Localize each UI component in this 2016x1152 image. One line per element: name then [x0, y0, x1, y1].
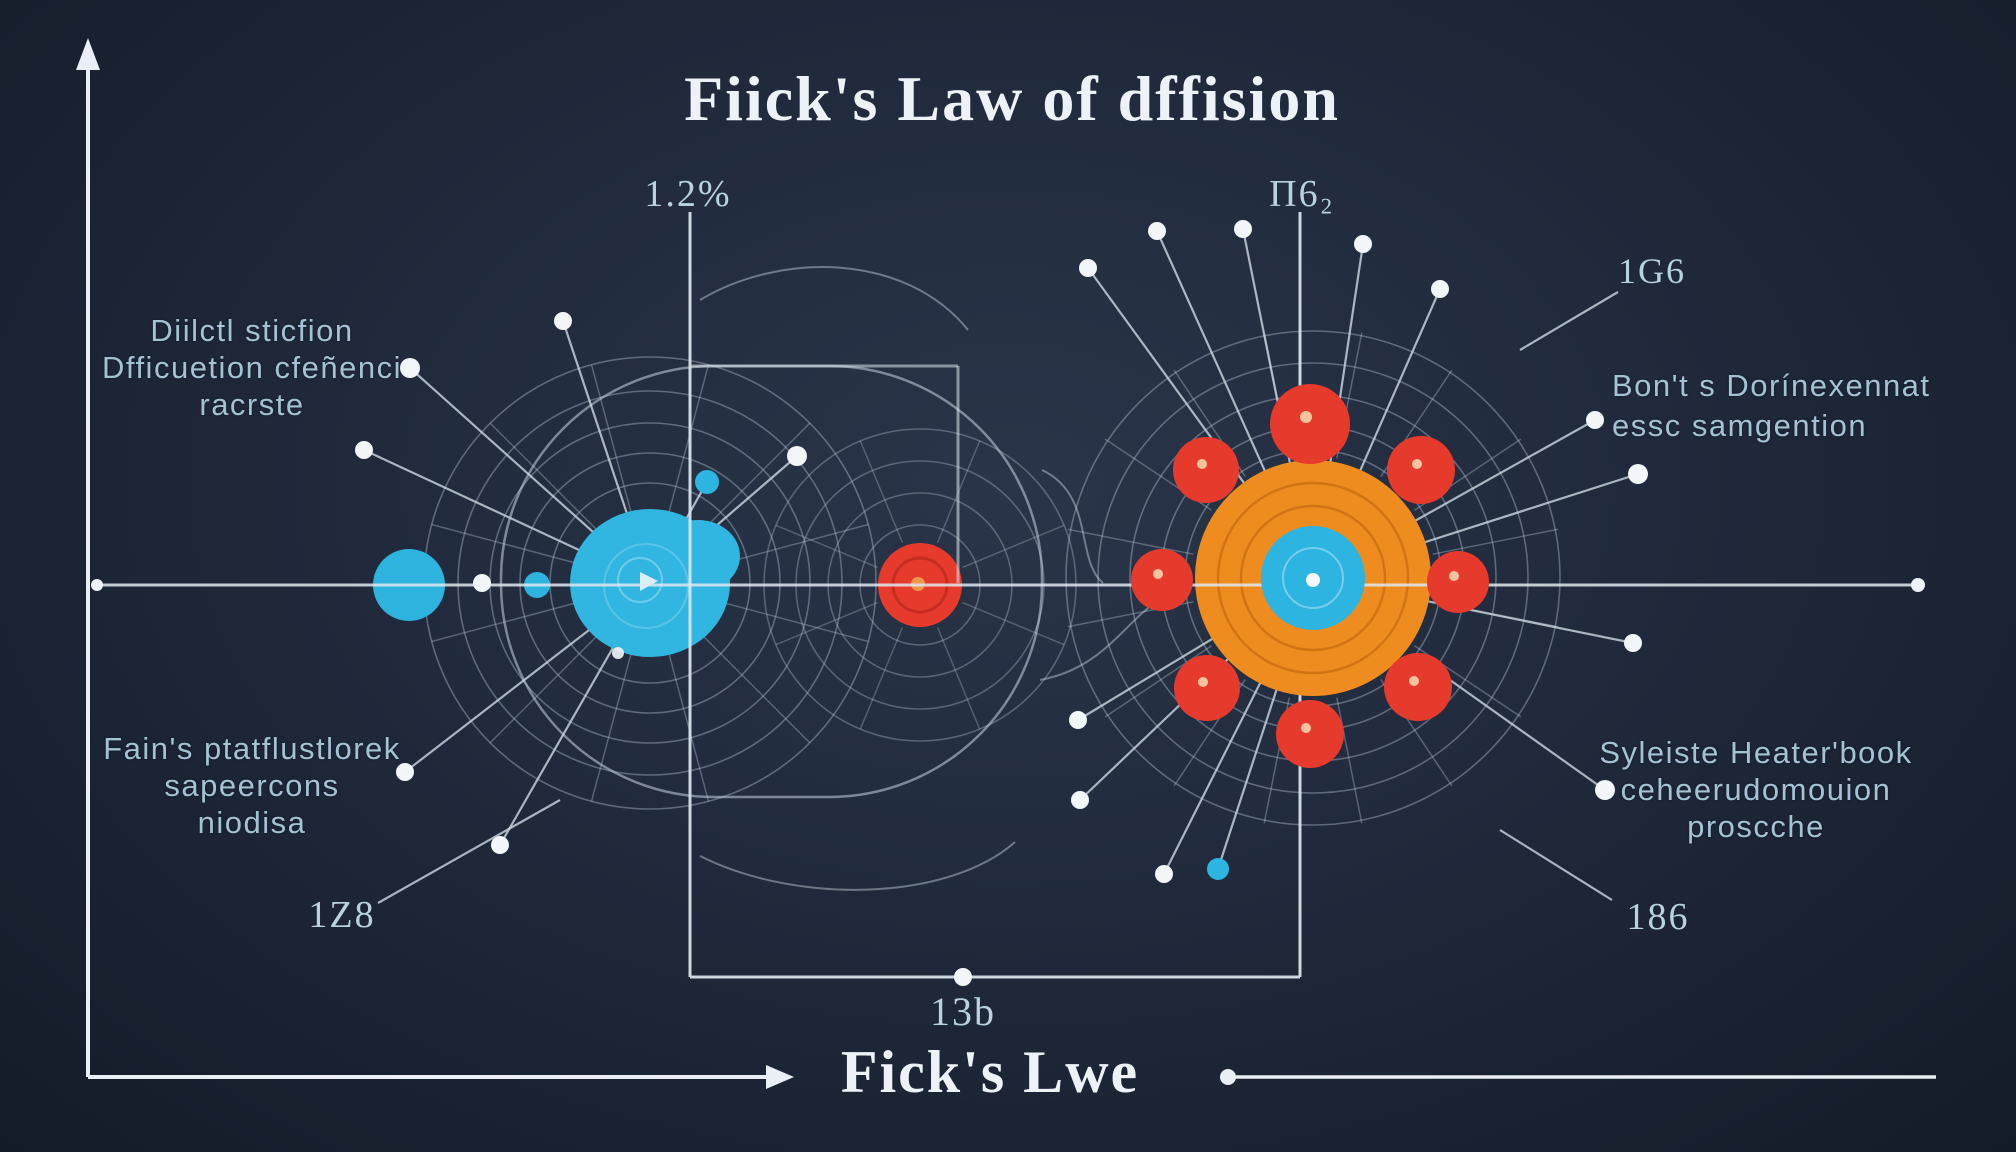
red-satellite	[1276, 700, 1344, 768]
red-satellite	[1173, 437, 1239, 503]
red-satellite	[1384, 653, 1452, 721]
value-right-upper: 1G6	[1618, 251, 1686, 291]
label-line: Syleiste Heater'book	[1599, 735, 1913, 770]
x-axis-arrow-icon	[766, 1065, 794, 1089]
x-axis-right-segment	[1220, 1069, 1936, 1085]
box-bottom-dot	[954, 968, 972, 986]
label-line: Diilctl sticfion	[150, 313, 354, 348]
diagram-title: Fiick's Law of dffision	[684, 63, 1340, 134]
y-axis	[76, 38, 100, 1077]
value-right-lower: 186	[1626, 896, 1690, 938]
value-left-lower: 1Z8	[308, 894, 376, 936]
label-line: proscche	[1687, 809, 1825, 844]
label-line: sapeercons	[164, 768, 340, 803]
red-satellites	[1131, 384, 1489, 768]
label-line: niodisa	[197, 805, 307, 840]
red-satellite	[1270, 384, 1350, 464]
label-line: racrste	[199, 387, 305, 422]
center-line	[91, 574, 1925, 592]
label-line: Dfficuetion cfeñenci	[102, 350, 402, 385]
label-line: ceheerudomouion	[1620, 772, 1892, 807]
label-line: Bon't s Dorínexennat	[1612, 368, 1931, 403]
value-top-right: Π6₂	[1269, 173, 1335, 215]
blue-particle-large-lobe	[656, 520, 740, 592]
y-axis-arrow-icon	[76, 38, 100, 70]
label-fains-particles: Fain's ptatflustlorek sapeercons niodisa	[103, 730, 401, 841]
red-satellite	[1427, 551, 1489, 613]
red-satellite	[1131, 549, 1193, 611]
label-system-heat: Syleiste Heater'book ceheerudomouion pro…	[1599, 734, 1912, 845]
red-satellite	[1174, 655, 1240, 721]
label-diffusion-coefficient: Diilctl sticfion Dfficuetion cfeñenci ra…	[102, 312, 402, 423]
value-top-left: 1.2%	[644, 173, 732, 215]
x-axis	[88, 1065, 794, 1089]
label-line: Fain's ptatflustlorek	[103, 731, 401, 766]
red-satellite	[1387, 436, 1455, 504]
right-atom-core	[1261, 526, 1365, 630]
label-line: essc samgention	[1612, 408, 1868, 443]
label-bonts-arrangement: Bon't s Dorínexennat essc samgention	[1612, 366, 1931, 446]
value-bottom-center: 13b	[930, 989, 996, 1034]
bottom-title: Fick's Lwe	[840, 1039, 1140, 1105]
